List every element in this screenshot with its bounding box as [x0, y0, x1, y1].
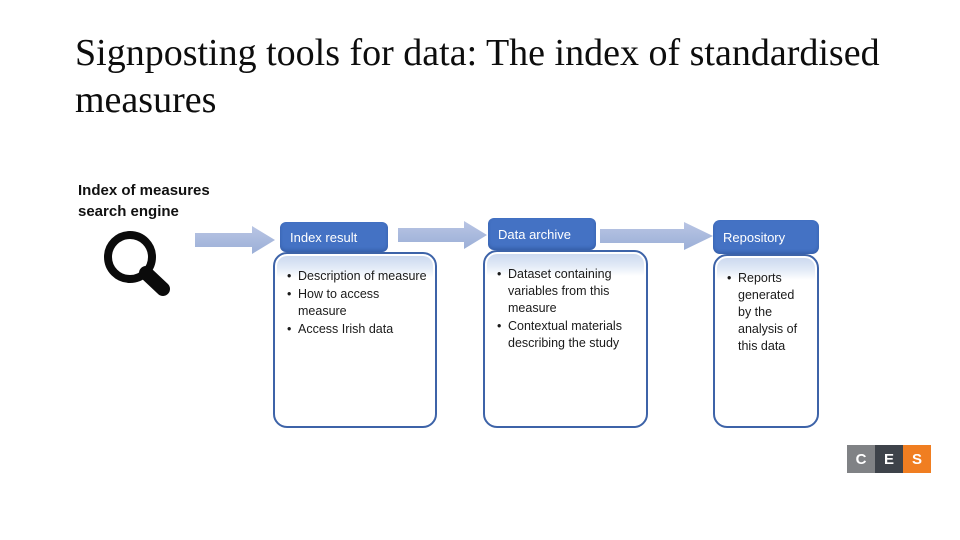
ces-logo-letter-s: S — [903, 445, 931, 473]
bullet-item: Access Irish data — [287, 321, 427, 338]
bullet-list: Dataset containing variables from this m… — [485, 252, 646, 352]
flow-arrow-3 — [600, 222, 713, 250]
diagram-box-index-result: Index result Description of measureHow t… — [273, 222, 437, 428]
ces-logo-letter-c: C — [847, 445, 875, 473]
box-header-index-result: Index result — [280, 222, 388, 252]
diagram-box-repository: Repository Reports generated by the anal… — [713, 220, 819, 428]
box-header-repository: Repository — [713, 220, 819, 254]
bullet-item: How to access measure — [287, 286, 427, 320]
box-body-repository: Reports generated by the analysis of thi… — [713, 254, 819, 428]
bullet-item: Dataset containing variables from this m… — [497, 266, 638, 317]
diagram-box-data-archive: Data archive Dataset containing variable… — [483, 218, 648, 428]
ces-logo: C E S — [847, 445, 931, 473]
slide-title: Signposting tools for data: The index of… — [75, 32, 880, 122]
bullet-list: Reports generated by the analysis of thi… — [715, 256, 817, 355]
box-header-data-archive: Data archive — [488, 218, 596, 250]
flow-arrow-1 — [195, 226, 275, 254]
box-body-index-result: Description of measureHow to access meas… — [273, 252, 437, 428]
bullet-list: Description of measureHow to access meas… — [275, 254, 435, 338]
ces-logo-letter-e: E — [875, 445, 903, 473]
search-icon — [104, 231, 170, 296]
flow-arrow-2 — [398, 221, 487, 249]
bullet-item: Contextual materials describing the stud… — [497, 318, 638, 352]
box-body-data-archive: Dataset containing variables from this m… — [483, 250, 648, 428]
search-engine-caption: Index of measures search engine — [78, 182, 210, 220]
bullet-item: Description of measure — [287, 268, 427, 285]
bullet-item: Reports generated by the analysis of thi… — [727, 270, 809, 355]
